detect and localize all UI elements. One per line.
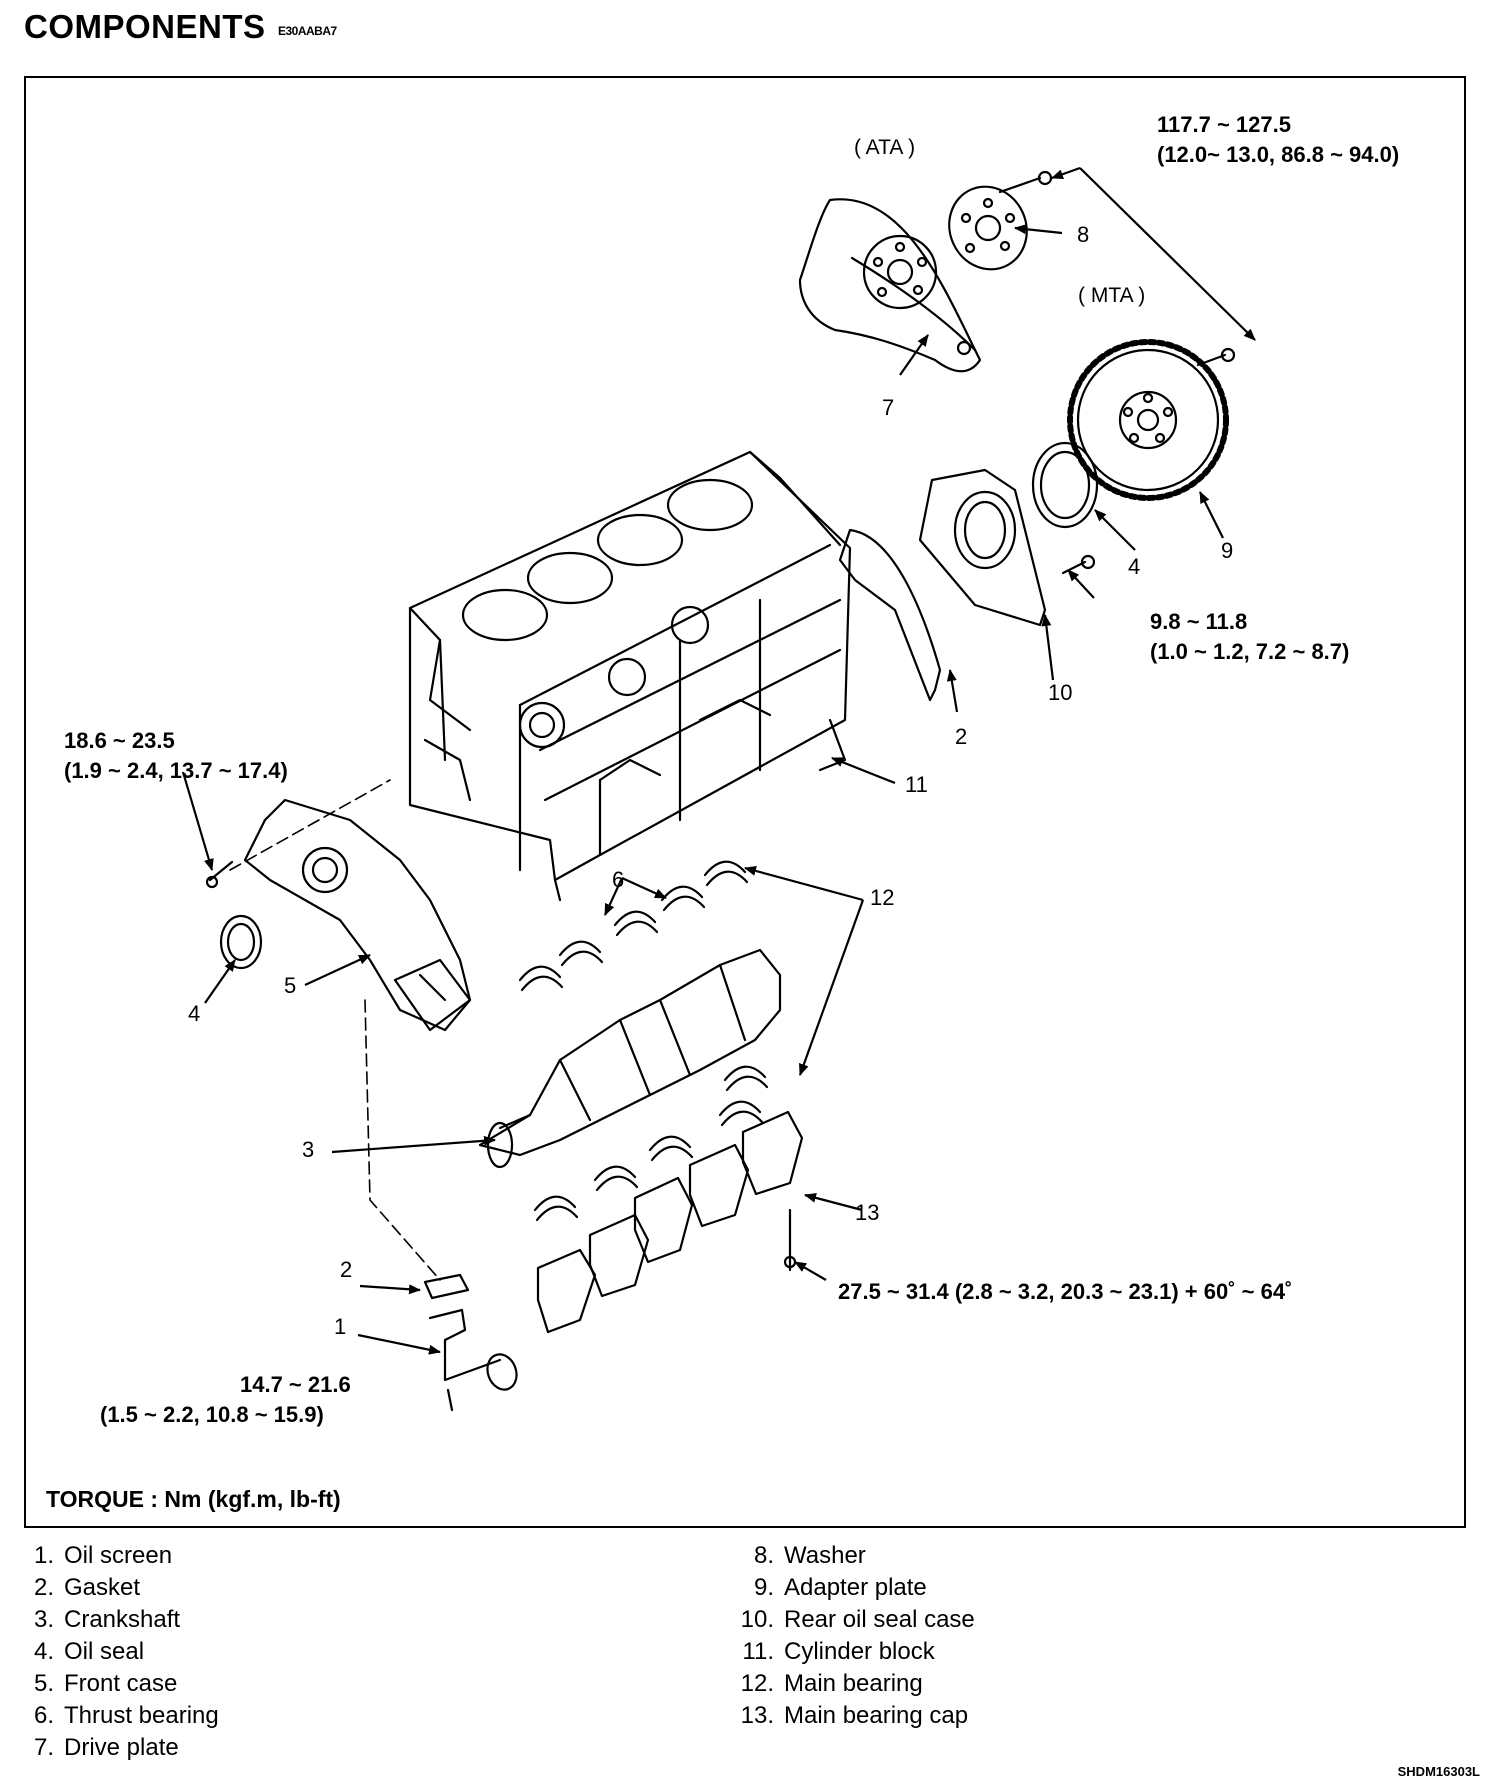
callout-8-washer: 8 bbox=[1077, 222, 1090, 247]
diagram-frame bbox=[24, 76, 1466, 1528]
front-case-drawing bbox=[219, 798, 472, 1032]
legend-item: 4.Oil seal bbox=[33, 1638, 145, 1665]
legend-item: 7.Drive plate bbox=[33, 1734, 179, 1761]
callout-3-crankshaft: 3 bbox=[302, 1137, 315, 1162]
callout-2-oil-screen-gasket: 2 bbox=[340, 1257, 353, 1282]
parts-legend-right: 8.Washer 9.Adapter plate 10.Rear oil sea… bbox=[730, 1540, 975, 1732]
torque-units-note: TORQUE : Nm (kgf.m, lb-ft) bbox=[46, 1486, 341, 1512]
torque-rear-oil-seal-case: 9.8 ~ 11.8 (1.0 ~ 1.2, 7.2 ~ 8.7) bbox=[1150, 609, 1350, 664]
variant-mta-label: ( MTA ) bbox=[1078, 284, 1146, 307]
callout-7-drive-plate: 7 bbox=[882, 395, 895, 420]
cylinder-block-drawing bbox=[408, 450, 852, 902]
torque-main-bearing-cap: 27.5 ~ 31.4 (2.8 ~ 3.2, 20.3 ~ 23.1) + 6… bbox=[838, 1279, 1293, 1304]
section-code: E30AABA7 bbox=[278, 24, 337, 38]
legend-item: 13.Main bearing cap bbox=[740, 1702, 969, 1729]
torque-adapter-plate: 117.7 ~ 127.5 (12.0~ 13.0, 86.8 ~ 94.0) bbox=[1157, 112, 1400, 167]
oil-screen-drawing bbox=[423, 1273, 518, 1391]
legend-item: 2.Gasket bbox=[33, 1574, 141, 1601]
adapter-plate-drawing bbox=[1067, 339, 1229, 501]
legend-item: 3.Crankshaft bbox=[33, 1606, 181, 1633]
callout-4-front-oil-seal: 4 bbox=[188, 1001, 201, 1026]
crankshaft-drawing bbox=[478, 948, 782, 1169]
legend-item: 9.Adapter plate bbox=[753, 1574, 927, 1601]
legend-item: 6.Thrust bearing bbox=[33, 1702, 219, 1729]
legend-item: 11.Cylinder block bbox=[742, 1638, 935, 1665]
callout-5-front-case: 5 bbox=[284, 973, 297, 998]
torque-front-case: 18.6 ~ 23.5 (1.9 ~ 2.4, 13.7 ~ 17.4) bbox=[64, 728, 288, 783]
legend-item: 10.Rear oil seal case bbox=[740, 1606, 975, 1633]
main-bearings-upper-drawing bbox=[518, 860, 769, 1092]
parts-legend-left: 1.Oil screen 2.Gasket 3.Crankshaft 4.Oil… bbox=[10, 1540, 219, 1764]
assembly-guide-lines bbox=[229, 779, 441, 1281]
figure-code: SHDM16303L bbox=[1397, 1764, 1480, 1779]
legend-item: 5.Front case bbox=[33, 1670, 178, 1697]
callout-1-oil-screen: 1 bbox=[334, 1314, 347, 1339]
legend-item: 1.Oil screen bbox=[33, 1542, 173, 1569]
callout-10-rear-oil-seal-case: 10 bbox=[1048, 680, 1073, 705]
page-title: COMPONENTS bbox=[24, 8, 266, 45]
legend-item: 8.Washer bbox=[753, 1542, 866, 1569]
callout-4-rear-oil-seal: 4 bbox=[1128, 554, 1141, 579]
washer-drawing bbox=[948, 185, 1028, 271]
bolts-drawing bbox=[205, 170, 1236, 1412]
torque-oil-screen: 14.7 ~ 21.6 (1.5 ~ 2.2, 10.8 ~ 15.9) bbox=[100, 1372, 351, 1427]
callout-12-main-bearing: 12 bbox=[870, 885, 895, 910]
callout-13-main-bearing-cap: 13 bbox=[855, 1200, 880, 1225]
main-bearing-caps-drawing bbox=[533, 1100, 804, 1334]
callout-2-rear-gasket: 2 bbox=[955, 724, 968, 749]
callout-9-adapter-plate: 9 bbox=[1221, 538, 1234, 563]
legend-item: 12.Main bearing bbox=[740, 1670, 923, 1697]
callout-6-thrust-bearing: 6 bbox=[612, 867, 625, 892]
variant-ata-label: ( ATA ) bbox=[854, 136, 916, 159]
drive-plate-drawing bbox=[798, 198, 982, 373]
callout-11-cylinder-block: 11 bbox=[905, 772, 928, 797]
leader-lines bbox=[181, 166, 1256, 1355]
rear-seal-drawing bbox=[838, 441, 1099, 702]
